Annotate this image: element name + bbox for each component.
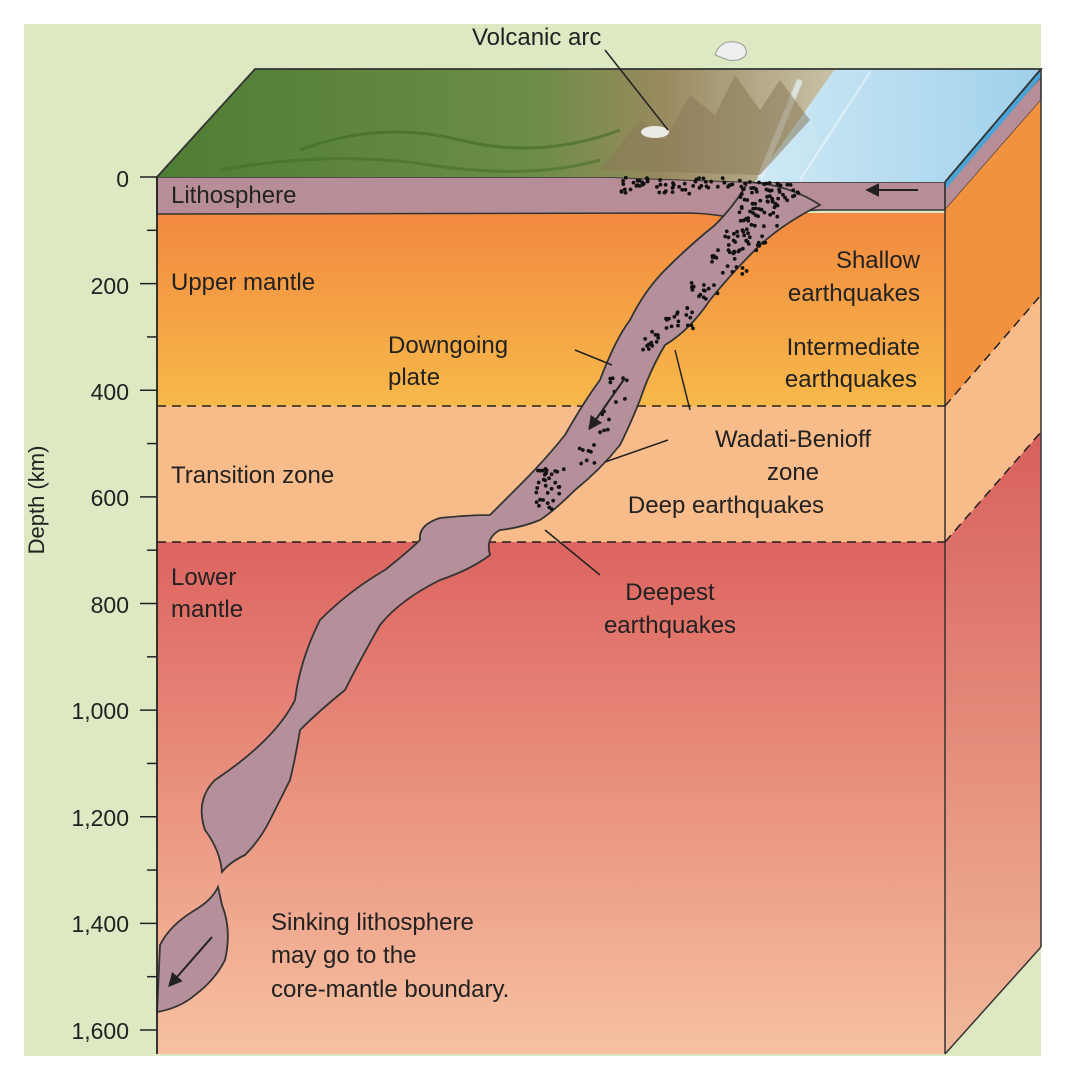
label-sinking-line3: core-mantle boundary. <box>271 976 509 1003</box>
depth-tick-200: 200 <box>91 273 129 299</box>
depth-tick-1000: 1,000 <box>71 698 129 724</box>
side-upper-mantle <box>945 100 1041 406</box>
sinking-arrow <box>168 936 213 988</box>
depth-tick-1200: 1,200 <box>71 805 129 831</box>
label-intermediate-line1: Intermediate <box>787 334 920 361</box>
label-downgoing-line2: plate <box>388 364 440 391</box>
label-shallow-line2: earthquakes <box>788 280 920 307</box>
label-lower-mantle-line1: Lower <box>171 564 236 591</box>
label-wadati-line1: Wadati-Benioff <box>715 426 871 453</box>
earthquake-dots <box>534 175 801 511</box>
side-transition-zone <box>945 295 1041 542</box>
label-downgoing-line1: Downgoing <box>388 332 508 359</box>
depth-tick-1600: 1,600 <box>71 1018 129 1044</box>
ocean-surface <box>755 69 1041 182</box>
label-sinking-line1: Sinking lithosphere <box>271 909 474 936</box>
volcano-plume <box>714 41 747 61</box>
ocean-edge <box>945 69 1041 190</box>
depth-tick-600: 600 <box>91 485 129 511</box>
downgoing-arrow <box>588 377 626 431</box>
depth-tick-800: 800 <box>91 592 129 618</box>
upper-mantle-layer <box>157 213 945 406</box>
leader-lines <box>544 49 691 576</box>
label-lithosphere: Lithosphere <box>171 182 296 209</box>
side-lower-mantle <box>945 432 1041 1054</box>
label-shallow-line1: Shallow <box>836 247 921 274</box>
label-lower-mantle-line2: mantle <box>171 596 243 623</box>
label-transition-zone: Transition zone <box>171 462 334 489</box>
label-wadati-line2: zone <box>767 459 819 486</box>
label-deepest-line2: earthquakes <box>604 612 736 639</box>
label-upper-mantle: Upper mantle <box>171 269 315 296</box>
depth-tick-400: 400 <box>91 379 129 405</box>
depth-tick-marks <box>140 176 157 1031</box>
label-volcanic-arc: Volcanic arc <box>472 24 601 51</box>
label-deep-earthquakes: Deep earthquakes <box>628 492 824 519</box>
depth-tick-0: 0 <box>116 166 129 192</box>
depth-axis-title: Depth (km) <box>24 446 49 555</box>
label-sinking-line2: may go to the <box>271 942 416 969</box>
depth-tick-1400: 1,400 <box>71 911 129 937</box>
subducting-slab <box>200 181 822 875</box>
label-deepest-line1: Deepest <box>625 579 715 606</box>
label-intermediate-line2: earthquakes <box>785 366 917 393</box>
lower-mantle-layer <box>157 542 945 1054</box>
